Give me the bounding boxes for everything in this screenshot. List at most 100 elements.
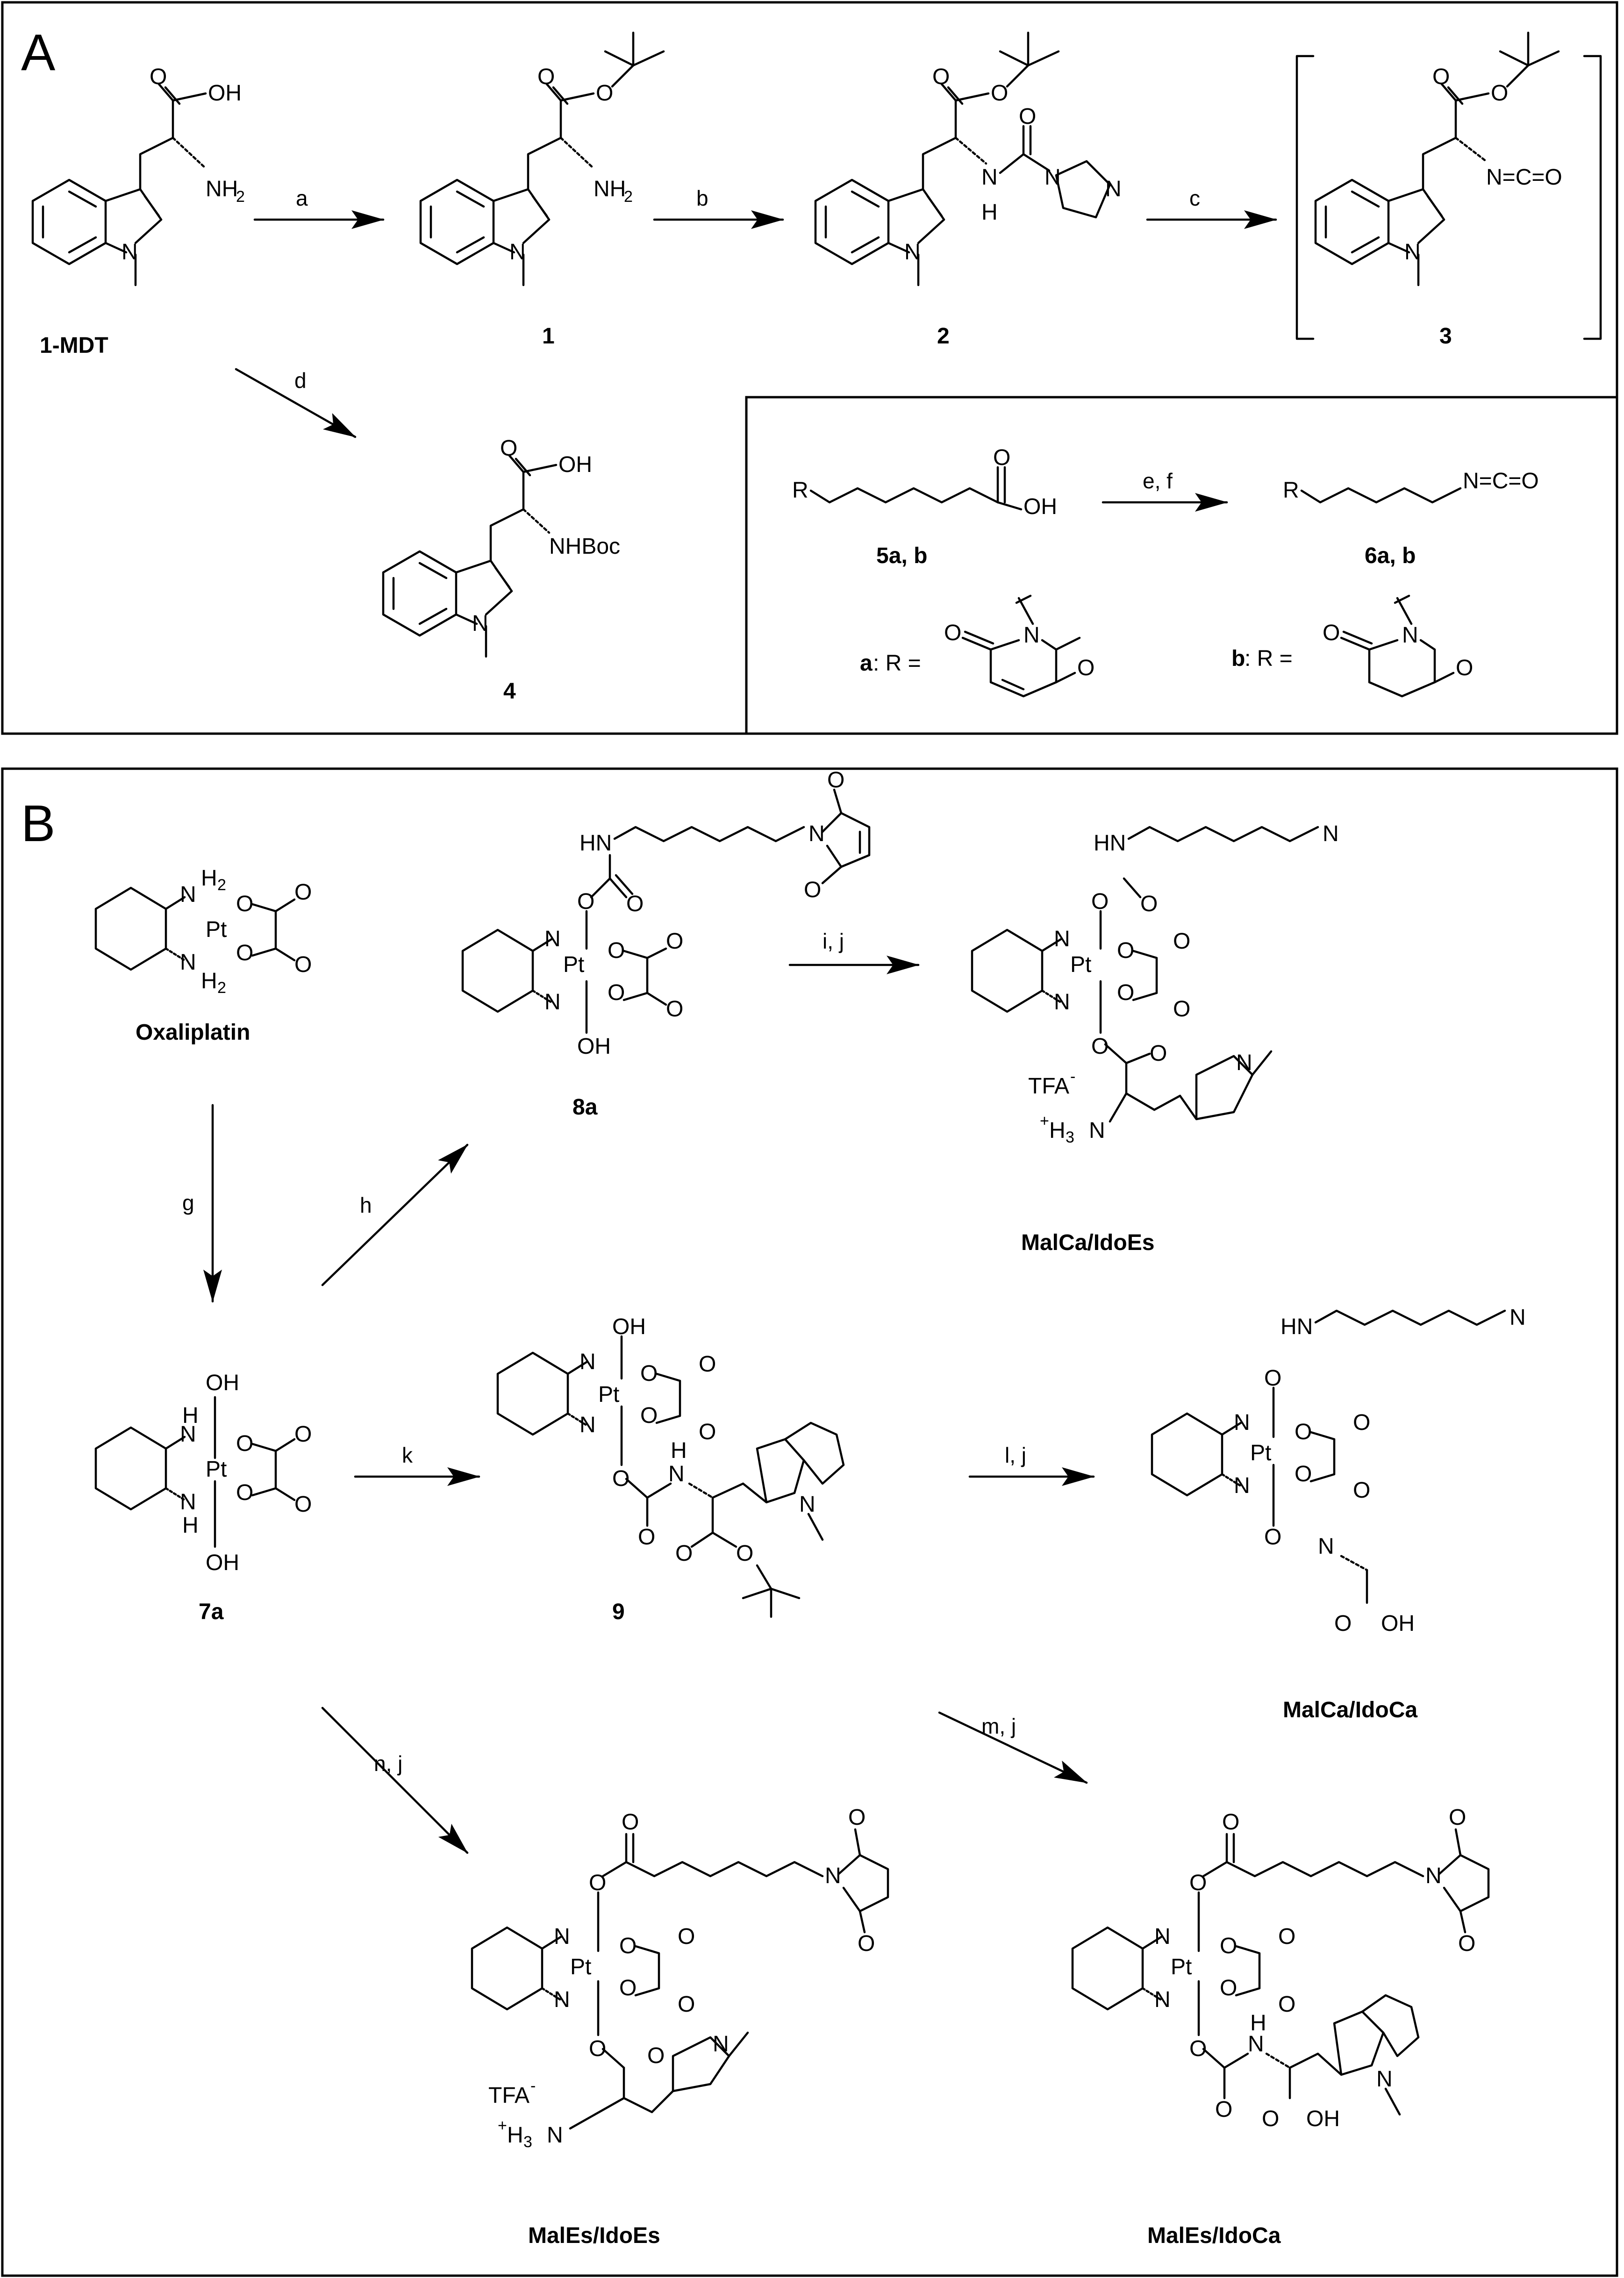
bracket-right (1583, 55, 1602, 340)
svg-text:O: O (608, 938, 625, 963)
svg-text:O: O (1019, 104, 1036, 129)
label-2: 2 (937, 324, 950, 349)
svg-text:Pt: Pt (1250, 1441, 1271, 1465)
label-1: 1 (542, 324, 555, 349)
reagent-ij: i, j (823, 929, 844, 953)
svg-text:OH: OH (206, 1550, 239, 1575)
svg-text:O: O (294, 880, 312, 905)
svg-text:TFA: TFA (488, 2083, 529, 2108)
arrow-d (235, 368, 357, 438)
svg-text:O: O (1091, 889, 1109, 914)
svg-text:N: N (904, 240, 921, 264)
structure-malca-idoes: N Pt N O O HN N O O O O O O H N + 3 TFA … (971, 821, 1339, 1146)
structure-5: R O OH (792, 445, 1057, 519)
svg-text:O: O (294, 1422, 312, 1447)
panel-b-frame (1, 767, 1618, 2277)
svg-text:O: O (1353, 1478, 1370, 1503)
arrow-mj (938, 1711, 1088, 1784)
svg-text:Pt: Pt (206, 1457, 227, 1482)
svg-text:N: N (1234, 1410, 1250, 1435)
svg-text:O: O (858, 1931, 875, 1956)
svg-text:O: O (1278, 1992, 1295, 2017)
label-3: 3 (1439, 324, 1452, 349)
svg-text:N: N (579, 1350, 596, 1374)
svg-text:N: N (472, 611, 488, 636)
svg-text:OH: OH (1381, 1611, 1415, 1636)
svg-text:O: O (1264, 1366, 1281, 1391)
svg-text:O: O (596, 81, 613, 106)
svg-text:OH: OH (208, 81, 242, 106)
svg-text:O: O (294, 1492, 312, 1517)
svg-text:N: N (554, 1987, 570, 2012)
svg-text:Pt: Pt (1171, 1955, 1192, 1979)
structure-8a: N Pt N O OH O HN N O O O O O O (461, 768, 871, 1059)
svg-text:O: O (736, 1541, 753, 1566)
svg-text:N: N (1089, 1118, 1105, 1143)
svg-text:O: O (1091, 1034, 1109, 1059)
svg-text:H: H (981, 200, 998, 225)
label-1mdt: 1-MDT (40, 333, 108, 358)
svg-text:N: N (1054, 990, 1070, 1014)
label-6: 6a, b (1365, 543, 1416, 568)
svg-text:N: N (1376, 2067, 1393, 2092)
svg-text:TFA: TFA (1028, 1074, 1069, 1099)
svg-text:N: N (1154, 1987, 1171, 2012)
svg-text:O: O (638, 1525, 655, 1550)
svg-text:N: N (544, 927, 561, 951)
r-group-b: b : R = N O O (1231, 594, 1473, 698)
structure-2: N O O N H O N N (814, 31, 1122, 286)
svg-text:R: R (1283, 478, 1299, 503)
svg-text:O: O (1353, 1410, 1370, 1435)
panel-a-inset-frame (745, 396, 1618, 735)
svg-text:N: N (180, 1490, 196, 1514)
svg-text:O: O (1117, 980, 1134, 1005)
svg-text:O: O (500, 436, 517, 461)
svg-text:N: N (1404, 240, 1421, 264)
svg-text:O: O (294, 952, 312, 977)
svg-text:HN: HN (579, 831, 612, 856)
svg-text:N: N (981, 165, 998, 190)
svg-text:O: O (1222, 1810, 1239, 1835)
svg-text:H: H (201, 866, 217, 891)
svg-text:N: N (1045, 165, 1061, 190)
svg-text:N: N (180, 1422, 196, 1447)
svg-text:N=C=O: N=C=O (1463, 469, 1539, 493)
svg-text:N: N (180, 882, 196, 907)
structure-males-idoca: N Pt N O O O N O O O O O O O N H O OH N (1071, 1805, 1490, 2131)
svg-text:Pt: Pt (563, 952, 584, 977)
svg-text:+: + (498, 2117, 507, 2135)
svg-text:O: O (827, 768, 844, 793)
panel-a-label: A (21, 24, 56, 81)
structure-7a: N H N H Pt OH OH O O O O (94, 1371, 312, 1575)
svg-text:OH: OH (1023, 494, 1057, 519)
svg-text:O: O (678, 1992, 695, 2017)
svg-text:O: O (1117, 938, 1134, 963)
label-males-idoes: MalEs/IdoEs (528, 2223, 660, 2248)
r-group-a: a : R = N O O (860, 594, 1095, 698)
svg-text:O: O (1449, 1805, 1466, 1830)
svg-text:H: H (201, 969, 217, 993)
svg-text:O: O (236, 1480, 253, 1505)
reagent-mj: m, j (981, 1714, 1016, 1738)
svg-text:N: N (1054, 927, 1070, 951)
svg-text:N: N (1234, 1473, 1250, 1498)
svg-text:OH: OH (577, 1034, 611, 1059)
label-8a: 8a (572, 1095, 598, 1120)
structure-9: N Pt N OH O O O O O O N H N O O (496, 1314, 845, 1618)
svg-text:O: O (640, 1403, 658, 1428)
svg-text:O: O (640, 1361, 658, 1386)
svg-text:3: 3 (1066, 1128, 1074, 1146)
svg-text:O: O (1278, 1924, 1295, 1949)
svg-text:H: H (182, 1403, 199, 1428)
svg-text:N: N (808, 821, 825, 846)
svg-text:O: O (150, 64, 167, 89)
svg-text:OH: OH (1306, 2107, 1340, 2131)
svg-text:H: H (507, 2123, 523, 2148)
svg-text:: R =: : R = (873, 651, 921, 676)
svg-text:N: N (1323, 821, 1339, 846)
svg-text:N: N (825, 1864, 841, 1888)
svg-text:N: N (547, 2123, 563, 2148)
svg-text:Pt: Pt (1070, 952, 1091, 977)
svg-text:2: 2 (217, 876, 226, 894)
svg-text:N: N (180, 950, 196, 975)
